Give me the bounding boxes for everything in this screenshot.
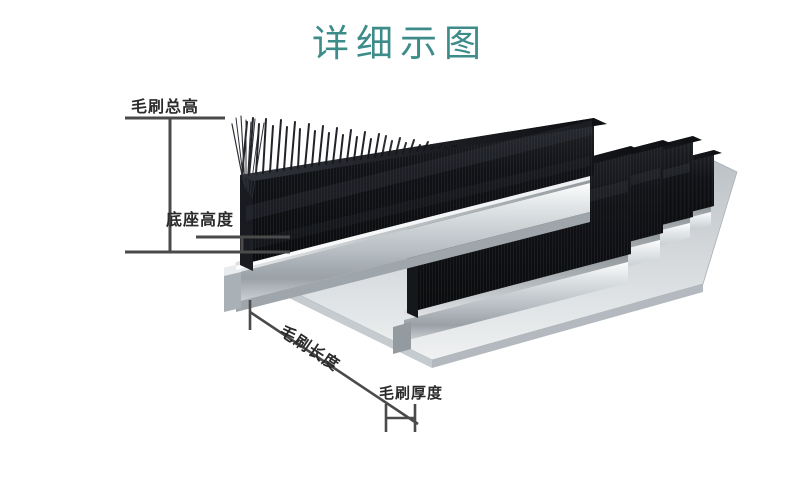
label-base-height: 底座高度 [166, 210, 235, 229]
brush-strip-1 [224, 115, 607, 312]
brush-length-line [249, 310, 419, 426]
label-brush-thickness: 毛刷厚度 [379, 384, 444, 402]
stray-fibers [231, 115, 265, 199]
label-total-height: 毛刷总高 [131, 97, 200, 116]
page-title: 详细示图 [312, 22, 488, 65]
base-channel-front [236, 183, 590, 302]
bristle-tips [241, 117, 457, 177]
